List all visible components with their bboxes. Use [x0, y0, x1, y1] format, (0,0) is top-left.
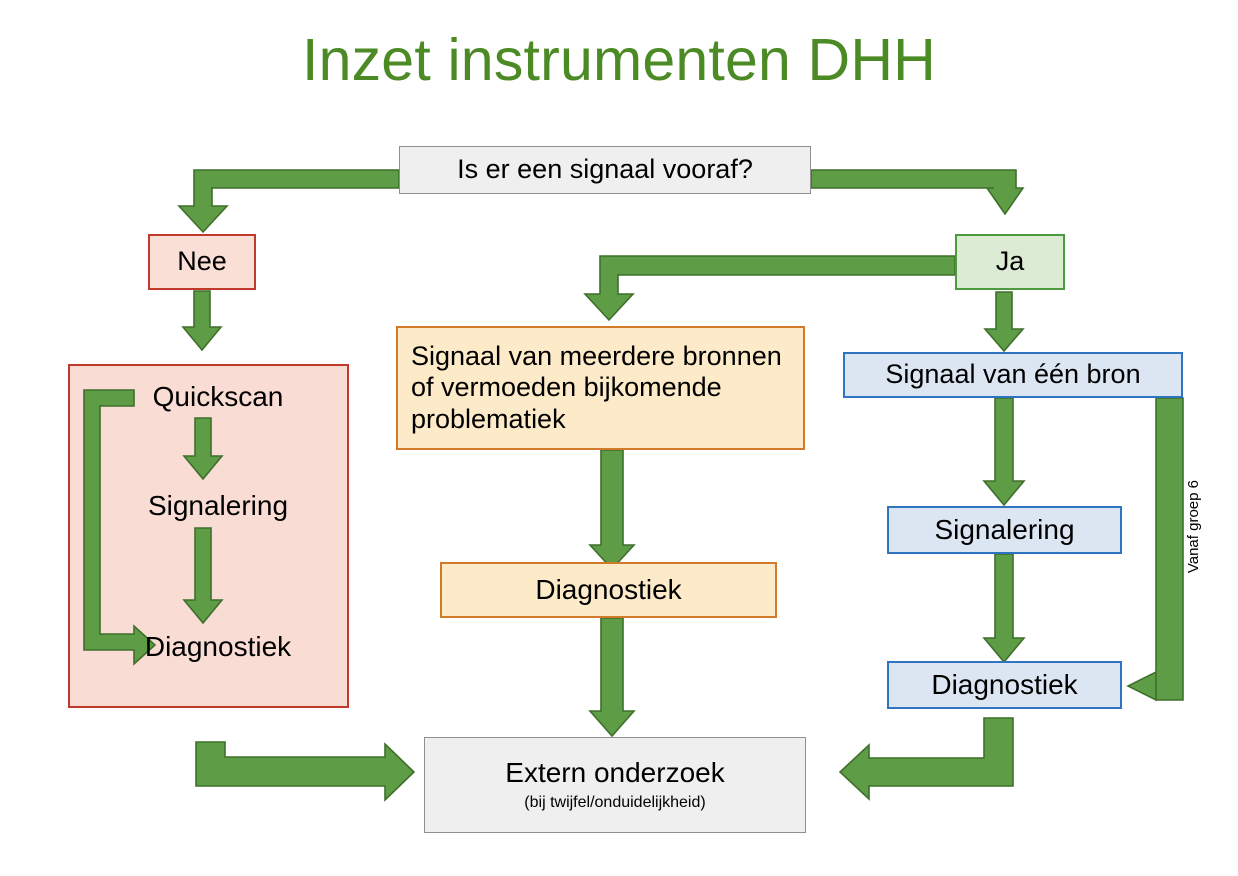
ja-box[interactable]: Ja — [955, 234, 1065, 290]
decision-box[interactable]: Is er een signaal vooraf? — [399, 146, 811, 194]
vanaf-groep-6-label: Vanaf groep 6 — [1185, 480, 1202, 574]
nee-box[interactable]: Nee — [148, 234, 256, 290]
nee-box-label: Nee — [177, 246, 227, 277]
right-signalering-label: Signalering — [934, 513, 1075, 545]
decision-box-label: Is er een signaal vooraf? — [457, 154, 753, 185]
left-signalering-node[interactable]: Signalering — [118, 484, 318, 528]
arrow-signalering-to-diagnostiek-right — [982, 553, 1026, 664]
right-diagnostiek-box[interactable]: Diagnostiek — [887, 661, 1122, 709]
arrow-left-panel-to-extern — [195, 741, 416, 802]
one-source-label: Signaal van één bron — [885, 359, 1141, 390]
quickscan-node[interactable]: Quickscan — [118, 375, 318, 419]
multi-source-box[interactable]: Signaal van meerdere bronnen of vermoede… — [396, 326, 805, 450]
arrow-diagnostiek-to-extern-middle — [588, 617, 636, 738]
extern-onderzoek-sublabel: (bij twijfel/onduidelijkheid) — [524, 794, 706, 812]
extern-onderzoek-label: Extern onderzoek — [505, 757, 725, 789]
left-diagnostiek-label: Diagnostiek — [144, 630, 292, 662]
arrow-decision-to-nee — [177, 169, 400, 234]
ja-box-label: Ja — [995, 246, 1025, 277]
arrow-decision-to-ja — [810, 169, 1025, 216]
arrow-nee-to-quickscan — [181, 290, 223, 352]
middle-diagnostiek-box[interactable]: Diagnostiek — [440, 562, 777, 618]
left-diagnostiek-node[interactable]: Diagnostiek — [110, 625, 326, 669]
one-source-box[interactable]: Signaal van één bron — [843, 352, 1183, 398]
arrow-vanaf-groep-6 — [1126, 397, 1184, 702]
arrow-ja-to-multi-source — [583, 255, 956, 322]
right-diagnostiek-label: Diagnostiek — [931, 668, 1078, 700]
right-signalering-box[interactable]: Signalering — [887, 506, 1122, 554]
multi-source-label: Signaal van meerdere bronnen of vermoede… — [411, 341, 782, 434]
quickscan-label: Quickscan — [152, 380, 284, 412]
left-signalering-label: Signalering — [147, 489, 289, 521]
page-title: Inzet instrumenten DHH — [302, 27, 936, 93]
middle-diagnostiek-label: Diagnostiek — [535, 573, 682, 605]
arrow-multisource-to-diagnostiek — [588, 449, 636, 571]
arrow-ja-to-one-source — [983, 291, 1025, 353]
arrow-onesource-to-signalering-right — [982, 397, 1026, 507]
arrow-right-to-extern — [838, 717, 1014, 801]
extern-onderzoek-box[interactable]: Extern onderzoek (bij twijfel/onduidelij… — [424, 737, 806, 833]
